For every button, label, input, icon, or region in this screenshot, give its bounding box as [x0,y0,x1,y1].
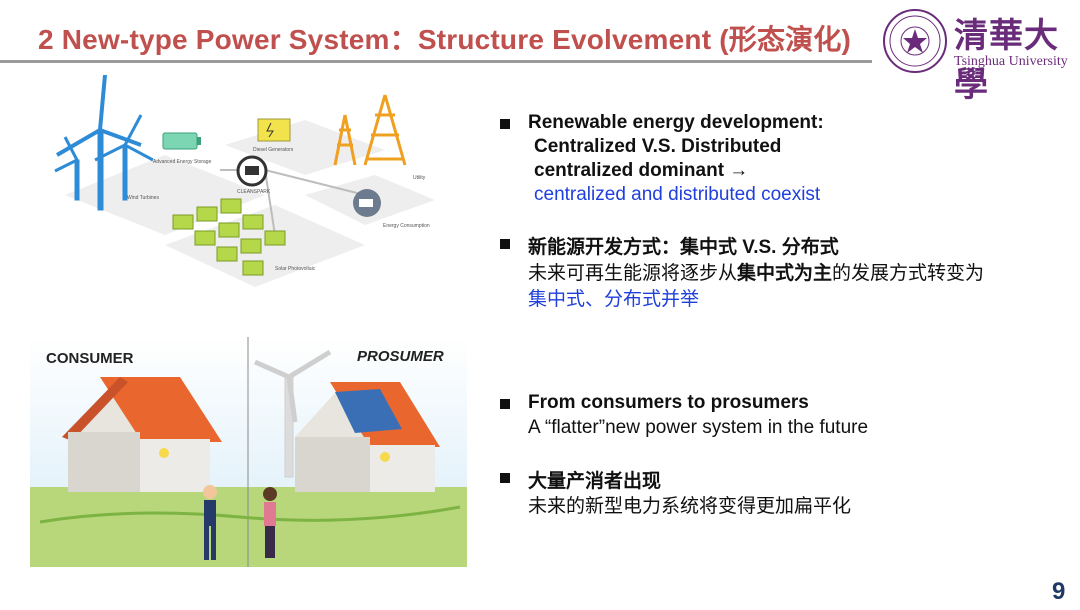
bullet2-line2-suffix: 的发展方式转变为 [832,263,985,284]
label-storage: Advanced Energy Storage [153,159,212,165]
bullet1-line1: Renewable energy development: [528,112,824,133]
battery-storage-icon [162,132,201,150]
bullet-marker [500,119,510,129]
bullet1-line3: centralized dominant → [534,160,749,181]
bullet-marker [500,473,510,483]
label-brand: CLEANSPARK [237,189,271,195]
title-divider [0,60,872,63]
bullet1-line4: centralized and distributed coexist [534,184,821,205]
prosumer-house-icon [295,382,440,492]
label-wind: Wind Turbines [127,195,159,201]
bullet-marker [500,399,510,409]
bullet2-heading: 新能源开发方式：集中式 V.S. 分布式 [528,237,839,258]
university-logo: 清華大學 Tsinghua University [878,6,1078,105]
label-consumption: Energy Consumption [383,223,430,229]
logo-english-text: Tsinghua University [954,54,1068,69]
bullet1-line2: Centralized V.S. Distributed [534,136,782,157]
generator-icon [257,118,291,142]
label-utility: Utility [413,175,426,181]
bullet4-heading: 大量产消者出现 [528,471,662,492]
wind-turbine-icon [253,349,332,478]
bullet3-heading: From consumers to prosumers [528,392,809,413]
consumer-prosumer-illustration: CONSUMER PROSUMER [30,337,467,567]
bullet3-line2: A “flatter”new power system in the futur… [528,417,869,438]
prosumer-person-icon [263,487,277,558]
smart-meter-icon [236,155,268,187]
prosumer-label: PROSUMER [357,348,444,365]
page-number: 9 [1052,578,1066,605]
solar-panels-icon [172,198,286,276]
plug-icon [353,189,381,217]
label-solar: Solar Photovoltaic [275,266,316,272]
university-seal-icon [883,9,947,73]
energy-system-illustration: Advanced Energy Storage Diesel Generator… [54,75,435,287]
bullet-marker [500,239,510,249]
consumer-person-icon [203,485,217,560]
transmission-tower-icon [333,94,407,166]
slide-title: 2 New-type Power System：Structure Evolve… [38,24,852,55]
wind-turbine-icon [54,75,154,211]
consumer-house-icon [62,377,222,492]
bullet2-line2: 未来可再生能源将逐步从集中式为主的发展方式转变为 [528,258,984,285]
consumer-label: CONSUMER [46,350,134,367]
bullet2-line2-bold: 集中式为主 [737,263,833,284]
label-diesel: Diesel Generators [253,147,294,153]
bullet2-line3: 集中式、分布式并举 [528,289,700,310]
bullet2-line2-prefix: 未来可再生能源将逐步从 [528,263,738,284]
logo-chinese-text: 清華大學 [954,16,1059,105]
bullet4-line2: 未来的新型电力系统将变得更加扁平化 [528,496,852,517]
